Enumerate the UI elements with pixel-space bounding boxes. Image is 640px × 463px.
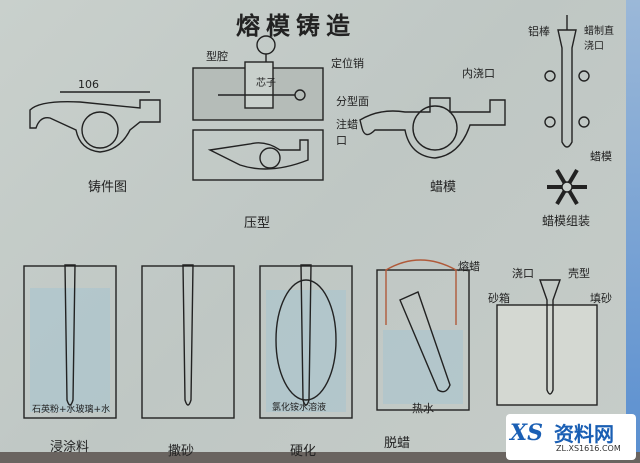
assembly-drawing	[544, 15, 590, 206]
step-trees	[64, 264, 561, 406]
casting-label: 铸件图	[88, 180, 128, 195]
assembly-pattern-label: 蜡模	[590, 150, 612, 163]
dimension-label: 106	[78, 78, 99, 91]
harden-note: 氯化铵水溶液	[272, 403, 327, 413]
cavity-label: 型腔	[206, 50, 228, 63]
watermark-logo: XS	[510, 420, 543, 446]
drawings	[23, 15, 598, 419]
die-drawing	[192, 35, 324, 181]
pour-label: 浇口	[512, 267, 534, 280]
wax-pattern-drawing	[359, 97, 506, 159]
wax-pattern-label: 蜡模	[430, 180, 457, 195]
melt-wax-label: 熔蜡	[458, 260, 480, 273]
watermark-name: 资料网	[554, 422, 614, 446]
step-harden-label: 硬化	[290, 444, 317, 459]
watermark: XS 资料网 ZL.XS1616.COM	[506, 414, 636, 460]
wax-inlet-label: 注蜡口	[336, 118, 358, 147]
step-dewax-label: 脱蜡	[384, 436, 411, 451]
casting-drawing	[29, 91, 161, 153]
pin-label: 定位销	[331, 57, 364, 70]
hot-water-label: 热水	[412, 402, 434, 415]
step-sand-label: 撒砂	[168, 444, 195, 459]
assembly-label: 蜡模组装	[542, 214, 591, 228]
rod-label: 铝棒	[528, 25, 550, 38]
shell-label: 壳型	[568, 267, 590, 280]
sprue-label: 蜡制直浇口	[584, 26, 614, 52]
page-title: 熔模铸造	[236, 12, 356, 40]
coating-note: 石英粉+水玻璃+水	[32, 405, 111, 415]
fill-sand-label: 填砂	[590, 292, 612, 305]
step-dip-label: 浸涂料	[50, 440, 90, 455]
core-label: 芯子	[256, 78, 276, 89]
background-bottom	[0, 452, 640, 463]
parting-label: 分型面	[336, 95, 369, 108]
watermark-url: ZL.XS1616.COM	[556, 444, 621, 453]
flask-label: 砂箱	[488, 292, 510, 305]
background-edge	[626, 0, 640, 463]
gate-label: 内浇口	[462, 67, 495, 80]
die-label: 压型	[244, 216, 271, 231]
